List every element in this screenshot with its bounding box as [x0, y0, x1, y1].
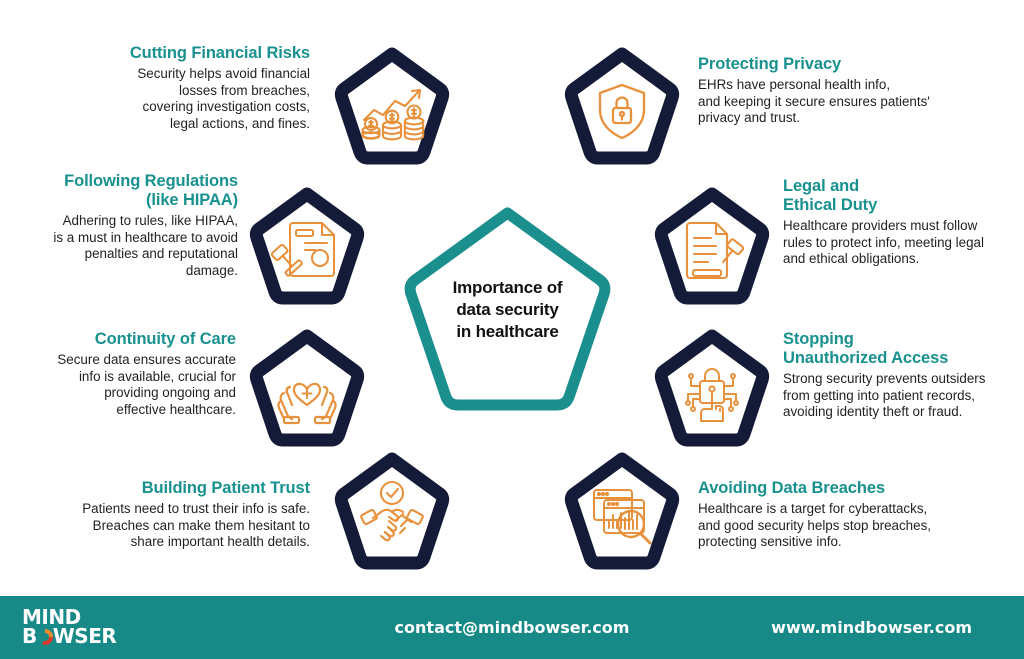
pentagon-outline	[654, 329, 770, 447]
footer-email[interactable]: contact@mindbowser.com	[394, 618, 630, 637]
document-gavel-icon	[270, 221, 336, 278]
logo-letters-wser: WSER	[52, 624, 117, 648]
badge-cutting-financial-risks	[333, 47, 451, 165]
center-title: Importance of data security in healthcar…	[452, 278, 563, 341]
pentagon-outline	[564, 452, 680, 570]
item-title: Stopping Unauthorized Access	[783, 330, 949, 367]
item-description: Healthcare providers must follow rules t…	[783, 218, 984, 267]
legal-document-gavel-icon	[685, 221, 745, 280]
footer-website[interactable]: www.mindbowser.com	[771, 618, 972, 637]
item-description: Healthcare is a target for cyberattacks,…	[698, 501, 931, 550]
badge-legal-and-ethical-duty	[653, 187, 771, 305]
item-legal-and-ethical-duty: Legal and Ethical Duty Healthcare provid…	[783, 177, 1023, 268]
pentagon-outline	[334, 47, 450, 165]
item-description: Adhering to rules, like HIPAA, is a must…	[53, 213, 238, 278]
mindbowser-logo: MIND B WSER	[22, 605, 142, 648]
item-title: Cutting Financial Risks	[129, 44, 310, 62]
badge-continuity-of-care	[248, 329, 366, 447]
center-pentagon-outline	[404, 207, 611, 411]
item-title: Legal and Ethical Duty	[783, 177, 878, 214]
badge-building-patient-trust	[333, 452, 451, 570]
logo-line-bowser: B WSER	[22, 624, 142, 648]
handshake-check-icon	[360, 480, 424, 542]
footer-bar: MIND B WSER contact@mindbowser.com www.m…	[0, 596, 1024, 659]
item-description: Secure data ensures accurate info is ava…	[57, 352, 236, 417]
item-title: Following Regulations (like HIPAA)	[64, 172, 238, 209]
item-protecting-privacy: Protecting Privacy EHRs have personal he…	[698, 55, 1018, 127]
pentagon-outline	[334, 452, 450, 570]
money-growth-icon	[361, 88, 425, 141]
pentagon-outline	[654, 187, 770, 305]
item-description: Strong security prevents outsiders from …	[783, 371, 986, 420]
badge-stopping-unauthorized-access	[653, 329, 771, 447]
item-stopping-unauthorized-access: Stopping Unauthorized Access Strong secu…	[783, 330, 1023, 421]
item-cutting-financial-risks: Cutting Financial Risks Security helps a…	[10, 44, 310, 132]
logo-letter-b: B	[22, 624, 37, 648]
item-following-regulations: Following Regulations (like HIPAA) Adher…	[5, 172, 238, 279]
item-description: Patients need to trust their info is saf…	[82, 501, 310, 550]
center-pentagon: Importance of data security in healthcar…	[395, 203, 620, 415]
pentagon-outline	[249, 187, 365, 305]
hands-heart-care-icon	[277, 382, 337, 425]
pentagon-outline	[249, 329, 365, 447]
item-title: Avoiding Data Breaches	[698, 479, 885, 497]
badge-following-regulations	[248, 187, 366, 305]
item-building-patient-trust: Building Patient Trust Patients need to …	[28, 479, 310, 551]
item-continuity-of-care: Continuity of Care Secure data ensures a…	[20, 330, 236, 418]
item-title: Building Patient Trust	[141, 479, 310, 497]
item-title: Continuity of Care	[94, 330, 236, 348]
badge-avoiding-data-breaches	[563, 452, 681, 570]
pentagon-outline	[564, 47, 680, 165]
logo-line-mind: MIND	[22, 605, 81, 629]
item-title: Protecting Privacy	[698, 55, 842, 73]
data-analysis-magnifier-icon	[593, 489, 652, 545]
item-description: Security helps avoid financial losses fr…	[137, 66, 310, 131]
badge-protecting-privacy	[563, 47, 681, 165]
item-avoiding-data-breaches: Avoiding Data Breaches Healthcare is a t…	[698, 479, 1018, 551]
shield-lock-icon	[598, 83, 646, 140]
cyber-lock-hand-icon	[685, 368, 739, 422]
item-description: EHRs have personal health info, and keep…	[698, 77, 930, 126]
logo-swirl-icon	[36, 628, 53, 645]
